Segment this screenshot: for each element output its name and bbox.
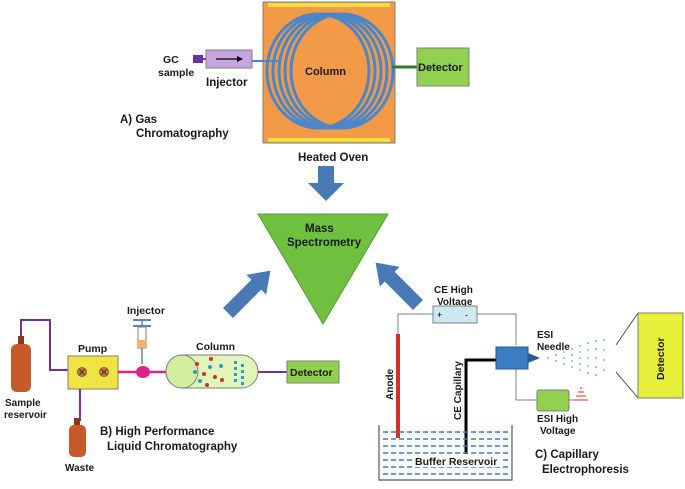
gc-column-coil: [265, 12, 395, 130]
arrow-up-right-icon: [223, 270, 271, 318]
ce-section: CE High Voltage + - Anode CE Capillary E…: [378, 285, 684, 481]
ce-detector-label: Detector: [655, 337, 667, 380]
gc-injector-label: Injector: [206, 77, 248, 89]
gc-sample-label: GC sample: [158, 54, 194, 79]
oven-heater-top: [268, 3, 390, 7]
pump-valve-icon: [77, 367, 87, 377]
sample-reservoir-bottle: [11, 336, 31, 392]
ce-voltage-label: CE High Voltage: [434, 285, 476, 308]
pump: [67, 355, 119, 390]
buffer-reservoir-label: Buffer Reservoir: [415, 456, 497, 468]
hplc-injector-syringe: [133, 319, 151, 364]
waste-bottle: [69, 418, 86, 457]
gc-detector-label: Detector: [418, 62, 463, 74]
ce-detector: [637, 312, 684, 399]
esi-needle-label: ESI Needle: [537, 330, 570, 353]
sample-reservoir-label: Sample reservoir: [4, 398, 47, 421]
pump-valve-icon: [99, 367, 109, 377]
gc-sample-syringe: [193, 55, 203, 63]
esi-sprayer: [495, 346, 529, 370]
gc-section-label: A) Gas Chromatography: [120, 114, 229, 140]
ce-capillary-label: CE Capillary: [453, 361, 464, 420]
pump-label: Pump: [78, 343, 107, 355]
esi-power-supply: [536, 389, 570, 412]
mass-spec-label: Mass Spectrometry: [287, 223, 362, 249]
hplc-section-label: B) High Performance Liquid Chromatograph…: [100, 426, 238, 453]
anode-label: Anode: [385, 368, 396, 400]
gc-detector: [416, 47, 470, 87]
arrow-down-icon: [308, 166, 344, 201]
hplc-section: Sample reservoir Pump Waste Injector: [4, 305, 340, 474]
waste-label: Waste: [65, 463, 95, 474]
hplc-detector: [286, 360, 340, 384]
minus-terminal: -: [465, 310, 468, 320]
analyte-particles: [193, 357, 244, 387]
heated-oven-label: Heated Oven: [298, 152, 368, 164]
mass-spectrometer: [257, 213, 389, 325]
ce-section-label: C) Capillary Electrophoresis: [535, 449, 629, 476]
hplc-injector-label: Injector: [127, 305, 165, 317]
gc-section: Column GC sample Injector Detector Heate…: [120, 1, 470, 164]
hplc-detector-label: Detector: [290, 367, 333, 379]
hplc-column-label: Column: [196, 341, 235, 353]
injection-valve: [136, 366, 150, 378]
ce-capillary: [464, 358, 498, 455]
buffer-reservoir: [378, 425, 513, 481]
gc-column-label: Column: [305, 66, 346, 78]
plus-terminal: +: [437, 310, 442, 320]
arrow-up-left-icon: [375, 262, 423, 310]
esi-spray-plume: [547, 339, 605, 376]
ground-symbol-icon: [574, 387, 588, 401]
oven-heater-bottom: [268, 138, 390, 142]
esi-voltage-label: ESI High Voltage: [537, 414, 581, 437]
